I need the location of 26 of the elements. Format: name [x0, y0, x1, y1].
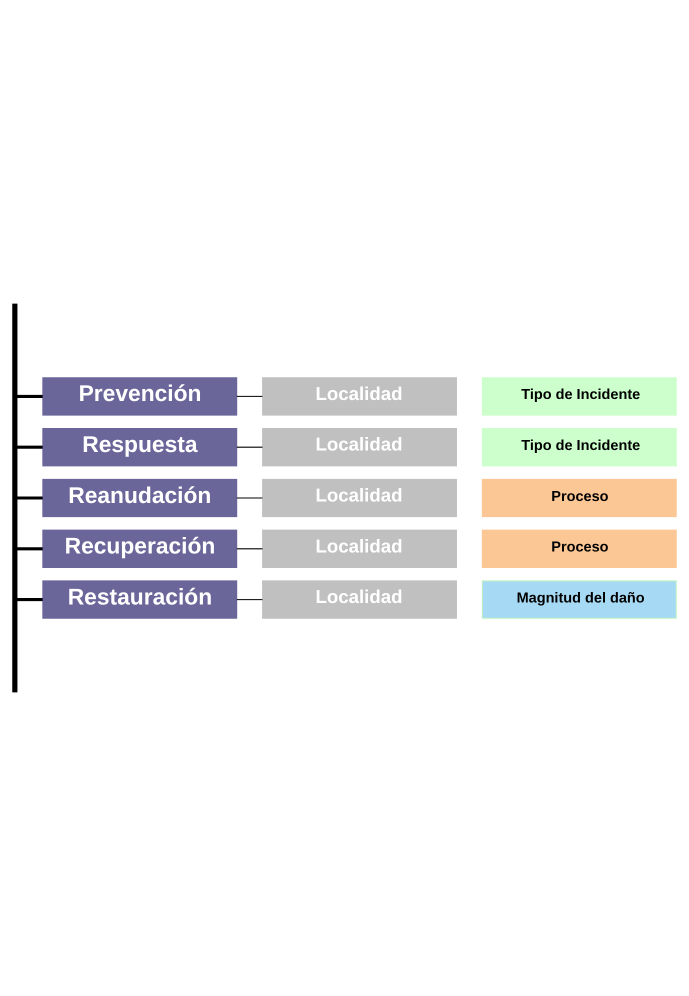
connector: [236, 446, 262, 448]
connector: [236, 497, 262, 499]
node-box: Recuperación: [42, 530, 238, 568]
connector: [236, 599, 262, 600]
node-box: Tipo de Incidente: [482, 428, 677, 466]
node-box: Localidad: [262, 580, 457, 619]
node-box: Proceso: [482, 530, 677, 568]
connector: [17, 496, 43, 500]
node-box: Localidad: [262, 428, 457, 466]
node-box: Restauración: [42, 580, 238, 619]
node-box: Reanudación: [42, 478, 238, 518]
node-box: Localidad: [262, 377, 457, 416]
connector: [17, 598, 43, 602]
node-bar: [12, 304, 18, 692]
connector: [17, 446, 43, 449]
node-box: Localidad: [262, 530, 457, 568]
node-box: Prevención: [42, 377, 238, 416]
connector: [17, 394, 43, 398]
node-box: Localidad: [262, 478, 457, 518]
node-box: Magnitud del daño: [482, 580, 677, 619]
connector: [17, 547, 43, 550]
node-box: Tipo de Incidente: [482, 377, 677, 416]
connector: [236, 396, 262, 397]
node-box: Respuesta: [42, 428, 238, 466]
node-box: Proceso: [482, 478, 677, 518]
connector: [236, 548, 262, 550]
